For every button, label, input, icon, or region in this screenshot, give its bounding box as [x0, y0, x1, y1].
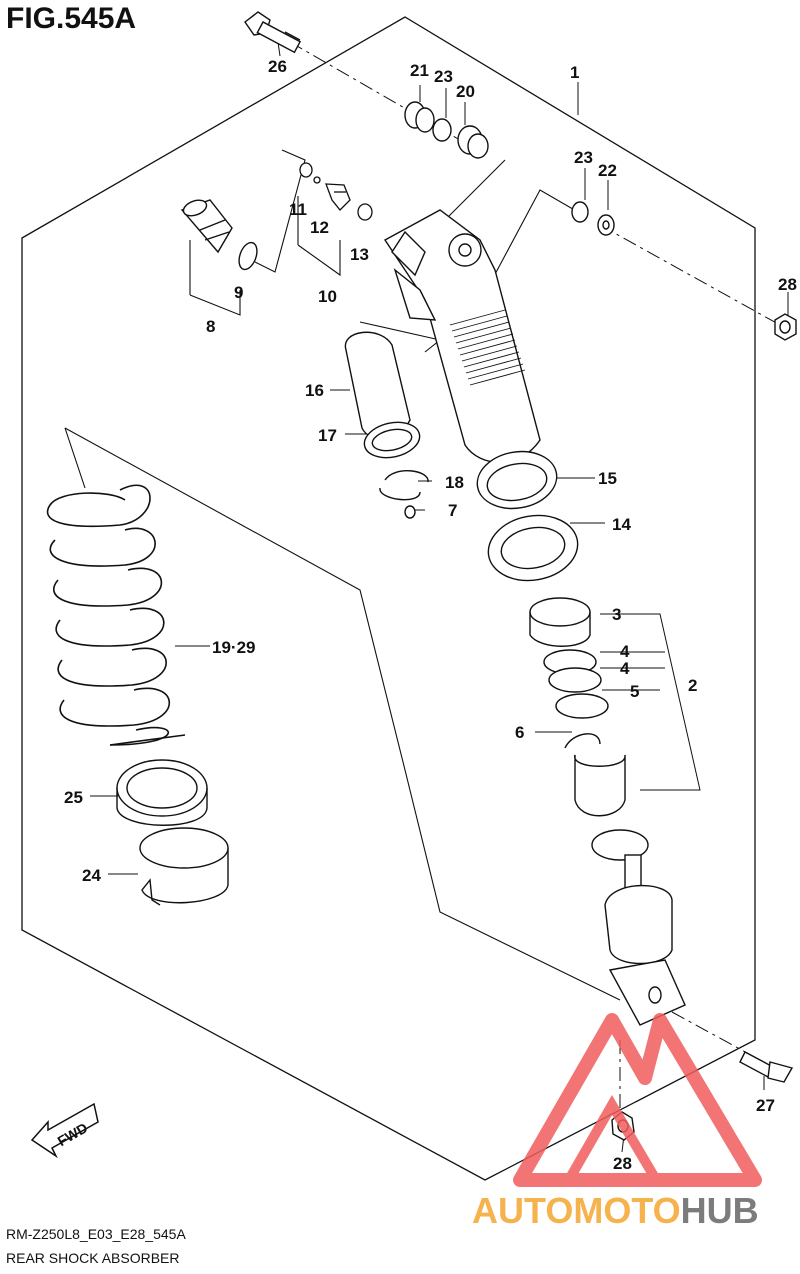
- spring-seat-25: [116, 759, 229, 906]
- right-bushings: [571, 201, 615, 236]
- bolt-27: [739, 1051, 794, 1083]
- assembly-outline: [21, 16, 756, 1181]
- callout-8: 8: [206, 317, 215, 336]
- callout-4b: 4: [620, 659, 630, 678]
- shock-body-1: [383, 209, 541, 464]
- callout-28a: 28: [778, 275, 797, 294]
- watermark-logo-icon: [513, 1013, 762, 1187]
- callout-15: 15: [598, 469, 617, 488]
- callout-16: 16: [305, 381, 324, 400]
- callout-23b: 23: [574, 148, 593, 167]
- callout-24: 24: [82, 866, 101, 885]
- callout-10: 10: [318, 287, 337, 306]
- callout-14: 14: [612, 515, 631, 534]
- footer-name: REAR SHOCK ABSORBER: [6, 1250, 180, 1266]
- callout-19: 19·29: [212, 638, 255, 657]
- group-lines: [64, 149, 621, 1001]
- valve-assembly-10: [299, 162, 373, 221]
- callout-3: 3: [612, 605, 621, 624]
- callout-1: 1: [570, 63, 579, 82]
- callout-18: 18: [445, 473, 464, 492]
- lock-nuts: [476, 450, 579, 582]
- callout-5: 5: [630, 682, 639, 701]
- leader-lines: [90, 41, 789, 1153]
- callout-17: 17: [318, 426, 337, 445]
- callout-20: 20: [456, 82, 475, 101]
- reservoir-cap-8: [180, 199, 258, 271]
- spring-19: [46, 484, 186, 746]
- callout-13: 13: [350, 245, 369, 264]
- watermark-text-part1: AUTOMOTO: [472, 1190, 681, 1231]
- footer-code: RM-Z250L8_E03_E28_545A: [6, 1226, 186, 1242]
- watermark-text-part2: HUB: [680, 1190, 759, 1231]
- nut-28-top: [774, 313, 797, 341]
- upper-bushings: [404, 101, 489, 159]
- figure-title: FIG.545A: [6, 2, 137, 35]
- callout-28b: 28: [613, 1154, 632, 1173]
- callout-9: 9: [234, 283, 243, 302]
- callout-26: 26: [268, 57, 287, 76]
- callout-21: 21: [410, 61, 429, 80]
- bladder-16: [344, 331, 429, 519]
- callout-23a: 23: [434, 67, 453, 86]
- damper-parts: [529, 597, 686, 1026]
- fwd-arrow-icon: FWD: [30, 1102, 99, 1159]
- callout-11: 11: [289, 200, 307, 219]
- callout-22: 22: [598, 161, 617, 180]
- callout-12: 12: [310, 218, 329, 237]
- watermark-text: AUTOMOTOHUB: [472, 1190, 759, 1232]
- callout-27: 27: [756, 1096, 775, 1115]
- callout-25: 25: [64, 788, 83, 807]
- bolt-26: [244, 11, 302, 54]
- callout-2: 2: [688, 676, 697, 695]
- callout-6: 6: [515, 723, 524, 742]
- callout-4a: 4: [620, 642, 630, 661]
- callout-7: 7: [448, 501, 457, 520]
